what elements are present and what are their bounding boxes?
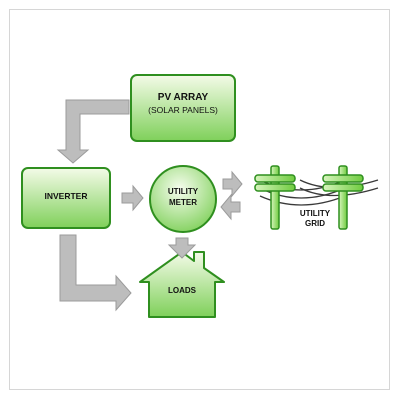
arrow-pv-to-inverter <box>56 99 130 164</box>
inverter-box <box>21 167 111 229</box>
pv-array-title: PV ARRAY <box>157 92 209 103</box>
arrow-inverter-to-meter <box>121 184 144 212</box>
utility-grid-icon <box>254 165 379 230</box>
utility-meter-line2: METER <box>169 198 197 207</box>
arrow-meter-to-loads <box>167 237 197 259</box>
pv-array-box <box>130 74 236 142</box>
utility-meter-line1: UTILITY <box>167 187 199 196</box>
utility-grid-line2: GRID <box>305 219 325 228</box>
inverter-label: INVERTER <box>44 191 88 201</box>
utility-grid-line1: UTILITY <box>299 209 331 218</box>
pv-array-subtitle: (SOLAR PANELS) <box>148 105 218 115</box>
arrow-grid-to-meter <box>220 193 241 221</box>
arrow-inverter-to-loads <box>59 234 132 312</box>
loads-house-icon <box>139 251 225 318</box>
utility-meter-circle <box>149 165 217 233</box>
loads-label: LOADS <box>168 286 196 295</box>
arrow-meter-to-grid <box>222 170 243 198</box>
